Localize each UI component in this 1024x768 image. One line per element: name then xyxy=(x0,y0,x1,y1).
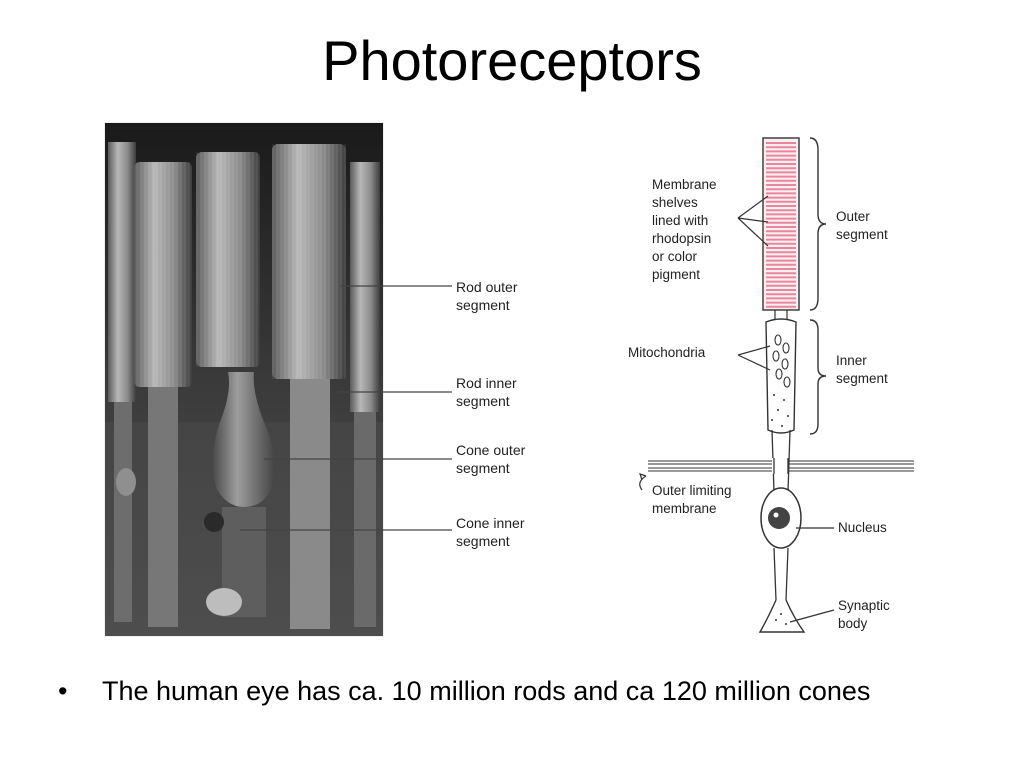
inner-segment-granules xyxy=(771,394,789,427)
photoreceptor-micrograph xyxy=(104,122,384,637)
outer-segment-brace xyxy=(809,137,827,311)
slide-title: Photoreceptors xyxy=(322,29,702,92)
micrograph-image xyxy=(104,122,384,637)
outer-segment-shelves xyxy=(762,137,800,311)
leader-outer-limiting-membrane xyxy=(639,475,647,491)
label-cone-outer-segment: Cone outer segment xyxy=(456,442,526,476)
label-cone-inner-segment: Cone inner segment xyxy=(456,515,525,549)
label-inner-segment: Inner segment xyxy=(836,353,888,386)
label-outer-limiting-membrane: Outer limiting membrane xyxy=(652,483,732,516)
label-synaptic-body: Synaptic body xyxy=(838,598,890,631)
label-membrane-shelves: Membrane shelves lined with rhodopsin or… xyxy=(652,177,717,282)
label-rod-inner-segment: Rod inner segment xyxy=(456,375,517,409)
inner-segment-body xyxy=(765,318,797,434)
inner-segment-brace xyxy=(809,319,827,435)
leader-synaptic-body xyxy=(789,609,835,623)
label-rod-outer-segment: Rod outer segment xyxy=(456,279,518,313)
synaptic-body-shape xyxy=(758,599,806,633)
label-nucleus: Nucleus xyxy=(838,520,887,535)
bullet-text: The human eye has ca. 10 million rods an… xyxy=(102,676,871,706)
bullet-list: • The human eye has ca. 10 million rods … xyxy=(58,674,958,708)
bullet-item: • The human eye has ca. 10 million rods … xyxy=(58,674,958,708)
bullet-marker: • xyxy=(58,676,68,706)
outer-limiting-membrane-band xyxy=(648,458,914,474)
label-mitochondria: Mitochondria xyxy=(628,345,706,360)
label-outer-segment: Outer segment xyxy=(836,209,888,242)
leader-membrane-shelves xyxy=(737,195,769,247)
mitochondria-shapes xyxy=(772,334,791,388)
nucleus-core xyxy=(768,507,790,529)
leader-mitochondria xyxy=(737,345,771,371)
